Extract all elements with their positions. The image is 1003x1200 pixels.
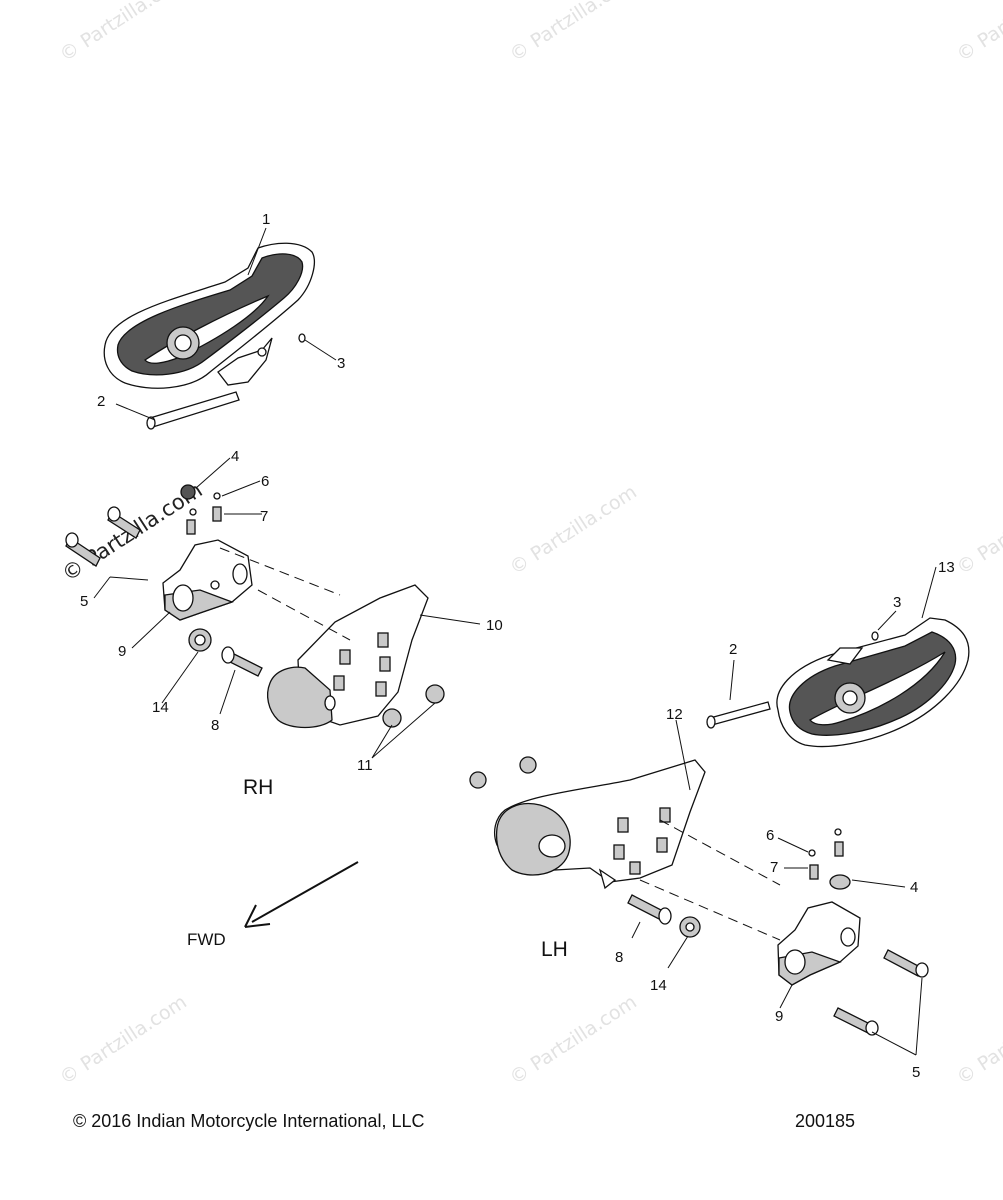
lh-footboard	[776, 617, 970, 748]
watermark: © Partzilla.com	[953, 481, 1003, 579]
callout-6: 6	[766, 827, 774, 844]
callout-5: 5	[80, 593, 88, 610]
watermark: © Partzilla.com	[953, 991, 1003, 1089]
callout-11: 11	[357, 757, 373, 774]
watermark: © Partzilla.com	[249, 814, 257, 821]
lh-nut-bolt	[627, 894, 701, 938]
callout-2: 2	[97, 393, 105, 410]
rh-footboard	[103, 242, 315, 389]
callout-4: 4	[910, 879, 918, 896]
callout-14: 14	[650, 977, 667, 994]
callout-1: 1	[262, 211, 270, 228]
diagram-number: 200185	[795, 1111, 856, 1131]
callout-9: 9	[775, 1008, 783, 1025]
forward-arrow	[244, 861, 359, 928]
callout-7: 7	[260, 508, 268, 525]
callout-8: 8	[615, 949, 623, 966]
watermark: © Partzilla.com	[506, 481, 641, 579]
lh-bolts	[833, 949, 929, 1036]
lh-detent-hardware	[808, 828, 851, 890]
watermark: © Partzilla.com	[953, 0, 1003, 66]
rh-pivot-pin	[146, 391, 240, 430]
rh-bracket	[162, 539, 253, 621]
callout-10: 10	[486, 617, 503, 634]
rh-nut-bolt	[188, 628, 263, 677]
copyright-notice: © 2016 Indian Motorcycle International, …	[73, 1111, 425, 1131]
callout-5: 5	[912, 1064, 920, 1081]
fwd-label: FWD	[187, 930, 226, 949]
callout-12: 12	[666, 706, 683, 723]
rh-bolts	[65, 506, 141, 567]
callout-8: 8	[211, 717, 219, 734]
callout-7: 7	[770, 859, 778, 876]
lh-mount-plate	[494, 759, 706, 890]
lh-pivot-pin	[706, 701, 771, 729]
callout-6: 6	[261, 473, 269, 490]
watermark: © Partzilla.com	[56, 0, 191, 66]
callouts: 1 2 3 4 6 7 5 9 10 14 8 11 13 3 2 12 6 7…	[80, 211, 955, 1081]
lh-assembly-line	[639, 819, 781, 941]
callout-4: 4	[231, 448, 239, 465]
callout-14: 14	[152, 699, 169, 716]
lh-nuts	[469, 756, 537, 789]
lh-bracket	[777, 901, 861, 986]
rh-nuts	[382, 684, 445, 728]
callout-9: 9	[118, 643, 126, 660]
leader-lines	[93, 227, 937, 1056]
rh-label: RH	[243, 776, 273, 799]
watermark: © Partzilla.com	[506, 991, 641, 1089]
callout-13: 13	[938, 559, 955, 576]
watermark: © Partzilla.com	[56, 991, 191, 1089]
watermark: © Partzilla.com	[506, 0, 641, 66]
rh-clip	[298, 333, 306, 343]
rh-detent-hardware	[180, 484, 222, 535]
lh-label: LH	[541, 938, 568, 961]
rh-assembly-line	[219, 547, 351, 641]
rh-mount-plate	[267, 584, 429, 729]
callout-2: 2	[729, 641, 737, 658]
callout-3: 3	[337, 355, 345, 372]
lh-clip	[871, 631, 879, 641]
callout-3: 3	[893, 594, 901, 611]
